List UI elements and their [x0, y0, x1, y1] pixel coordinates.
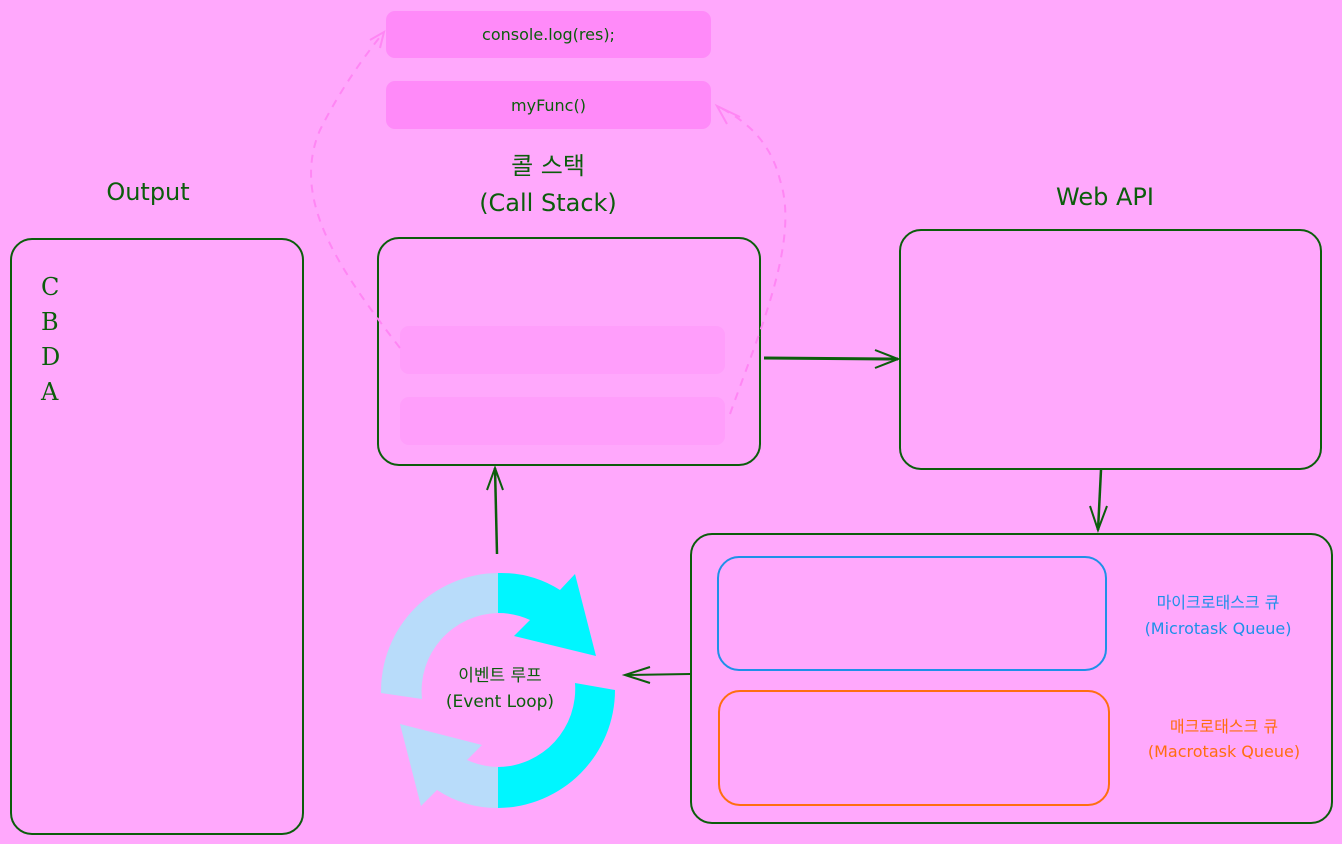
arrow-loop-to-stack-head — [486, 465, 504, 491]
macrotask-queue-title-ko: 매크로태스크 큐 — [1169, 717, 1279, 736]
event-loop-title-en: (Event Loop) — [445, 692, 555, 712]
output-line: A — [41, 378, 59, 406]
pop-dashed-arrowhead — [714, 103, 741, 125]
loop-arc-cyan-top — [498, 572, 596, 656]
output-lines: C B D A — [41, 270, 60, 410]
macrotask-queue-title-en: (Macrotask Queue) — [1147, 742, 1301, 761]
microtask-queue-box — [717, 556, 1107, 671]
stack-frame-myfunc: myFunc() — [386, 81, 711, 129]
call-stack-ghost-frame — [400, 326, 725, 374]
web-api-title: Web API — [1056, 183, 1154, 211]
arrow-webapi-to-queues-head — [1089, 505, 1108, 533]
stack-frame-label: myFunc() — [511, 95, 586, 115]
call-stack-title-ko: 콜 스택 — [511, 152, 585, 180]
macrotask-queue-box — [718, 690, 1110, 806]
loop-arc-light-bottom — [400, 724, 498, 809]
arrow-stack-to-webapi-head — [874, 349, 901, 369]
web-api-box — [899, 229, 1322, 470]
arrow-webapi-to-queues — [1096, 469, 1103, 531]
output-panel: C B D A — [10, 238, 304, 835]
event-loop-title-ko: 이벤트 루프 — [458, 666, 542, 686]
output-line: B — [41, 308, 59, 336]
arrow-queues-to-loop-head — [621, 666, 651, 684]
microtask-queue-title-ko: 마이크로태스크 큐 — [1156, 593, 1280, 612]
output-line: C — [41, 273, 60, 301]
push-dashed-arrowhead — [369, 29, 386, 49]
microtask-queue-title-en: (Microtask Queue) — [1144, 619, 1292, 638]
arrow-stack-to-webapi — [763, 356, 899, 361]
arrow-queues-to-loop — [624, 673, 691, 676]
call-stack-ghost-frame — [400, 397, 725, 445]
output-title: Output — [106, 178, 190, 206]
task-queues-box — [690, 533, 1333, 824]
call-stack-title-en: (Call Stack) — [479, 189, 617, 217]
output-line: D — [41, 343, 61, 371]
stack-frame-console-log: console.log(res); — [386, 11, 711, 58]
call-stack-box — [377, 237, 761, 466]
stack-frame-label: console.log(res); — [482, 25, 615, 44]
arrow-loop-to-stack — [493, 467, 499, 555]
